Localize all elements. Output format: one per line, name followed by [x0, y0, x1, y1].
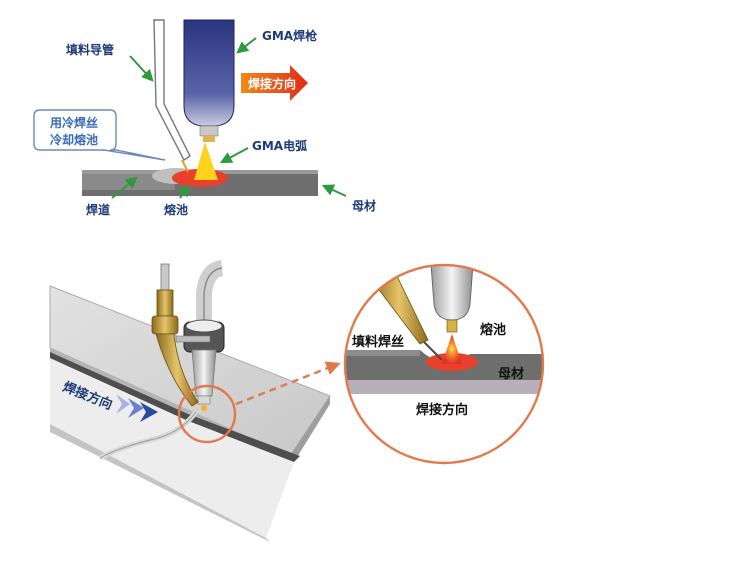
filler-feeder — [151, 263, 211, 407]
gas-hose — [196, 260, 224, 326]
direction-chevrons — [116, 394, 158, 422]
weld-pool-label: 熔池 — [164, 202, 188, 217]
gma-arc-label: GMA电弧 — [252, 138, 307, 153]
gma-torch-label: GMA焊枪 — [262, 28, 317, 43]
filler-wire-label: 填料焊丝 — [352, 334, 404, 350]
cold-wire-label-line1: 用冷焊丝 — [49, 115, 98, 130]
zoom-connector — [235, 361, 341, 406]
bottom-diagram: 焊接方向 填料焊丝 — [49, 260, 545, 542]
welding-direction-arrow: 焊接方向 — [241, 65, 308, 101]
arc-spark — [201, 405, 207, 411]
workpiece-plate — [49, 285, 331, 542]
weld-bead-label: 焊道 — [86, 202, 110, 217]
direction-label-zoom: 焊接方向 — [416, 402, 468, 418]
base-metal-label: 母材 — [352, 198, 376, 213]
top-diagram: 焊接方向 用冷焊丝 冷却熔池 填料导管 GMA焊枪 GMA电弧 焊道 熔池 母材 — [33, 19, 376, 217]
weld-pool-label-zoom: 熔池 — [480, 322, 506, 338]
filler-tube — [153, 19, 191, 173]
filler-tube-label: 填料导管 — [66, 42, 114, 57]
cold-wire-callout: 用冷焊丝 冷却熔池 — [33, 109, 166, 161]
cold-wire-label-line2: 冷却熔池 — [50, 132, 98, 147]
leader-arrows — [111, 37, 347, 199]
gma-torch — [183, 19, 235, 142]
gma-arc — [194, 142, 218, 180]
base-metal-label-zoom: 母材 — [498, 366, 524, 382]
focus-circle — [177, 384, 237, 444]
direction-label-top: 焊接方向 — [248, 76, 296, 91]
zoom-detail: 填料焊丝 熔池 母材 焊接方向 — [343, 263, 545, 465]
